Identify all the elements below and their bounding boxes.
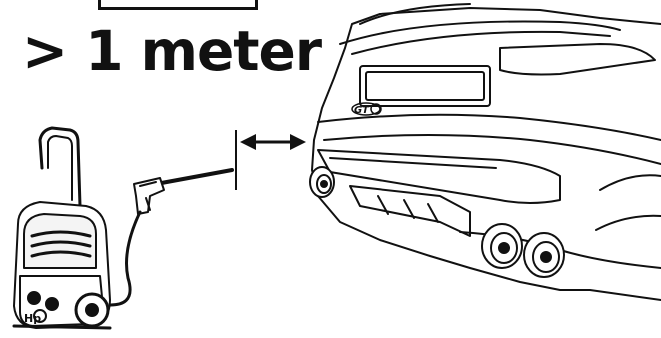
exhaust-left: [309, 166, 335, 198]
car-bumper: [317, 149, 561, 204]
car-taillight: [499, 43, 656, 76]
distance-arrow-icon: [235, 130, 306, 190]
exhaust-right: [481, 223, 565, 278]
car-body-outline: [311, 7, 661, 301]
top-banner-frame: [98, 0, 258, 10]
car-diffuser: [349, 185, 471, 237]
pressure-washer-icon: [12, 126, 112, 330]
washer-brand-label: Hp: [24, 312, 41, 325]
car-rear-icon: [311, 3, 661, 301]
license-plate: [359, 65, 491, 107]
distance-headline: > 1 meter: [22, 19, 322, 83]
car-spoiler: [339, 20, 621, 45]
spray-gun-icon: [133, 168, 234, 215]
svg-text:GT: GT: [354, 105, 370, 116]
gt-badge: GT: [351, 102, 382, 116]
